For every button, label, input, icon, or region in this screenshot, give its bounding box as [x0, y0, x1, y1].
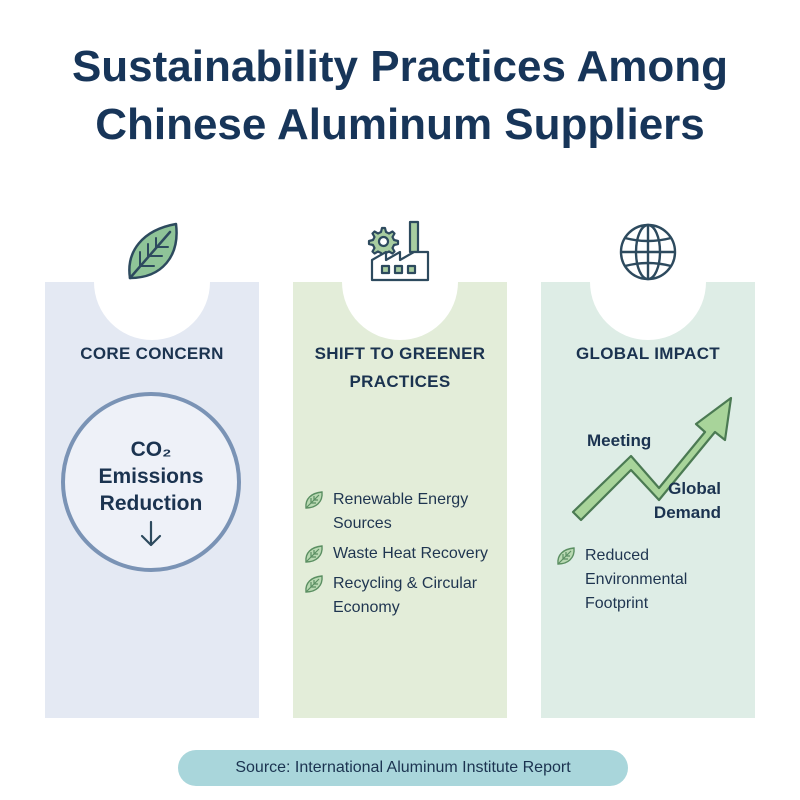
factory-gear-icon [364, 216, 436, 288]
core-concern-heading: CORE CONCERN [45, 340, 259, 368]
meeting-label: Meeting [587, 431, 652, 450]
text-line: Renewable Energy [333, 491, 469, 508]
co2-line: CO₂ [130, 438, 172, 461]
heading-line: GLOBAL IMPACT [576, 344, 720, 363]
text-line: Reduced [585, 547, 650, 564]
emissions-line: Emissions [98, 465, 204, 488]
global-label: Global [668, 479, 721, 498]
globe-icon [612, 216, 684, 288]
text-line: Recycling & Circular [333, 575, 478, 592]
core-concern-panel: CORE CONCERN CO₂ Emissions Reduction [45, 222, 259, 718]
global-impact-panel: GLOBAL IMPACT Meeting Global Demand Redu… [541, 223, 755, 718]
greener-practices-panel: SHIFT TO GREENER PRACTICES Renewable Ene… [293, 220, 507, 718]
reduction-line: Reduction [99, 492, 203, 515]
heading-line-1: SHIFT TO GREENER [314, 344, 486, 363]
list-item-text: Recycling & Circular Economy [333, 572, 477, 620]
leaf-bullet-icon [305, 491, 323, 509]
title-line-1: Sustainability Practices Among [71, 42, 729, 91]
list-item-text: Waste Heat Recovery [333, 542, 488, 566]
demand-label: Demand [653, 503, 721, 522]
practices-list: Renewable Energy Sources Waste Heat Reco… [303, 488, 507, 626]
co2-text: CO₂ Emissions Reduction [65, 436, 237, 517]
text-line: Environmental [585, 571, 688, 588]
source-badge: Source: International Aluminum Institute… [178, 750, 628, 786]
co2-reduction-circle: CO₂ Emissions Reduction [61, 392, 241, 572]
growth-arrow-graphic [541, 388, 755, 528]
list-item-waste-heat: Waste Heat Recovery [303, 542, 507, 566]
heading-line-2: PRACTICES [349, 372, 451, 391]
global-impact-heading: GLOBAL IMPACT [541, 340, 755, 368]
greener-practices-heading: SHIFT TO GREENER PRACTICES [293, 340, 507, 396]
trend-up-arrow-icon [571, 396, 733, 522]
leaf-bullet-icon [305, 545, 323, 563]
leaf-bullet-icon [557, 547, 575, 565]
text-line: Waste Heat Recovery [333, 545, 489, 562]
leaf-icon [116, 216, 188, 288]
arrow-down-icon [140, 520, 162, 547]
list-item-recycling: Recycling & Circular Economy [303, 572, 507, 620]
list-item-reduced-footprint: Reduced Environmental Footprint [555, 544, 751, 616]
leaf-bullet-icon [305, 575, 323, 593]
text-line: Economy [333, 599, 400, 616]
text-line: Footprint [585, 595, 649, 612]
heading-line: CORE CONCERN [80, 344, 224, 363]
icon-notch [342, 224, 458, 340]
list-item-text: Renewable Energy Sources [333, 488, 468, 536]
text-line: Sources [333, 515, 392, 532]
title-line-2: Chinese Aluminum Suppliers [95, 100, 705, 149]
list-item-text: Reduced Environmental Footprint [585, 544, 687, 616]
list-item-renewable-energy: Renewable Energy Sources [303, 488, 507, 536]
page-title: Sustainability Practices Among Chinese A… [0, 38, 800, 154]
